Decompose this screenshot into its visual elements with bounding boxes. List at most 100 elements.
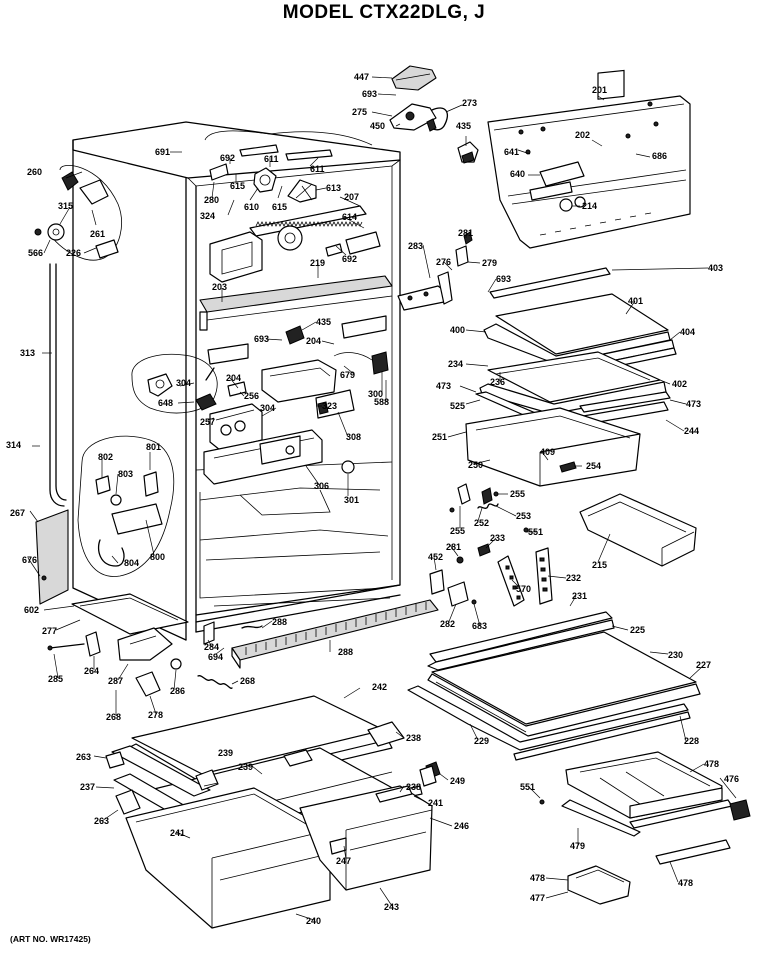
part-label-p288b: 288 <box>338 647 353 657</box>
part-label-p254: 254 <box>586 461 601 471</box>
bottom-left-parts <box>47 621 233 697</box>
light-shield-447 <box>391 65 437 91</box>
part-label-p648: 648 <box>158 398 173 408</box>
part-label-p679: 679 <box>340 370 355 380</box>
part-label-p233: 233 <box>490 533 505 543</box>
part-label-p273: 273 <box>462 98 477 108</box>
drawer-243 <box>299 785 433 891</box>
part-label-p588: 588 <box>374 397 389 407</box>
shelf-rail-225 <box>427 611 615 671</box>
hinge-238b <box>375 785 413 803</box>
part-label-p238a: 238 <box>406 733 421 743</box>
part-label-p240: 240 <box>306 916 321 926</box>
part-label-p477: 477 <box>530 893 545 903</box>
shelf-support-203 <box>199 275 393 331</box>
part-label-p243: 243 <box>384 902 399 912</box>
part-label-p281a: 281 <box>458 228 473 238</box>
part-label-p255b: 255 <box>450 526 465 536</box>
part-label-p313: 313 <box>20 348 35 358</box>
grille-288 <box>231 599 439 669</box>
shelf-rail-403 <box>489 267 611 299</box>
part-label-p275: 275 <box>352 107 367 117</box>
part-label-p570: 570 <box>516 584 531 594</box>
part-label-p268b: 268 <box>240 676 255 686</box>
part-label-p263b: 263 <box>94 816 109 826</box>
part-label-p283: 283 <box>408 241 423 251</box>
part-label-p255a: 255 <box>510 489 525 499</box>
part-label-p250: 250 <box>468 460 483 470</box>
part-label-p613: 613 <box>326 183 341 193</box>
part-label-p246: 246 <box>454 821 469 831</box>
part-label-p324: 324 <box>200 211 215 221</box>
part-label-p261: 261 <box>90 229 105 239</box>
pan-clip-254 <box>559 461 577 473</box>
part-301 <box>341 460 355 474</box>
part-label-p300: 300 <box>368 389 383 399</box>
part-label-p228: 228 <box>684 736 699 746</box>
part-label-p641: 641 <box>504 147 519 157</box>
bracket-308 <box>315 389 355 419</box>
meat-pan-476 <box>565 751 723 819</box>
part-label-p226: 226 <box>66 248 81 258</box>
part-label-p450: 450 <box>370 121 385 131</box>
part-label-p693a: 693 <box>362 89 377 99</box>
part-label-p610: 610 <box>244 202 259 212</box>
part-label-p279: 279 <box>482 258 497 268</box>
part-label-p276: 276 <box>436 257 451 267</box>
part-label-p267: 267 <box>10 508 25 518</box>
part-label-p404: 404 <box>680 327 695 337</box>
part-label-p288a: 288 <box>272 617 287 627</box>
refrigerator-cabinet <box>72 121 401 641</box>
part-label-p244: 244 <box>684 426 699 436</box>
gear-rack-207 <box>249 205 367 251</box>
part-label-p239b: 239 <box>238 762 253 772</box>
part-label-p232: 232 <box>566 573 581 583</box>
shelf-ladders-232 <box>477 543 553 607</box>
part-label-p241a: 241 <box>170 828 185 838</box>
part-label-p257: 257 <box>200 417 215 427</box>
part-label-p241b: 241 <box>428 798 443 808</box>
part-label-p479: 479 <box>570 841 585 851</box>
part-label-p611b: 611 <box>310 164 325 174</box>
control-components <box>207 315 389 403</box>
shelf-frame-228-229 <box>407 685 691 761</box>
drain-tube-313 <box>49 263 67 507</box>
part-label-p435b: 435 <box>316 317 331 327</box>
part-label-p478a: 478 <box>704 759 719 769</box>
part-label-p260: 260 <box>27 167 42 177</box>
damper-control-304 <box>209 403 263 451</box>
part-label-p249: 249 <box>450 776 465 786</box>
pan-frame-479 <box>561 799 751 837</box>
part-label-p615a: 615 <box>230 181 245 191</box>
part-label-p306: 306 <box>314 481 329 491</box>
part-label-p264: 264 <box>84 666 99 676</box>
drawer-240 <box>125 787 331 929</box>
part-label-p804: 804 <box>124 558 139 568</box>
glass-shelf-230 <box>431 631 697 725</box>
part-label-p692b: 692 <box>342 254 357 264</box>
freezer-fan-area <box>204 130 373 203</box>
part-label-p277: 277 <box>42 626 57 636</box>
small-fasteners <box>449 483 529 533</box>
part-label-p202: 202 <box>575 130 590 140</box>
part-label-p473a: 473 <box>436 381 451 391</box>
part-label-p252: 252 <box>474 518 489 528</box>
part-label-p214: 214 <box>582 201 597 211</box>
part-label-p683: 683 <box>472 621 487 631</box>
hinge-parts-282 <box>429 556 477 607</box>
part-label-p286: 286 <box>170 686 185 696</box>
part-label-p691: 691 <box>155 147 170 157</box>
part-label-p403: 403 <box>708 263 723 273</box>
part-label-p207: 207 <box>344 192 359 202</box>
part-label-p263a: 263 <box>76 752 91 762</box>
part-label-p203: 203 <box>212 282 227 292</box>
mullion-heater-area <box>77 435 175 577</box>
part-label-p478b: 478 <box>678 878 693 888</box>
part-label-p242: 242 <box>372 682 387 692</box>
part-label-p409: 409 <box>540 447 555 457</box>
cold-control-260 <box>34 164 122 261</box>
part-label-p614: 614 <box>342 212 357 222</box>
part-label-p282: 282 <box>440 619 455 629</box>
part-label-p204b: 204 <box>226 373 241 383</box>
part-label-p230: 230 <box>668 650 683 660</box>
